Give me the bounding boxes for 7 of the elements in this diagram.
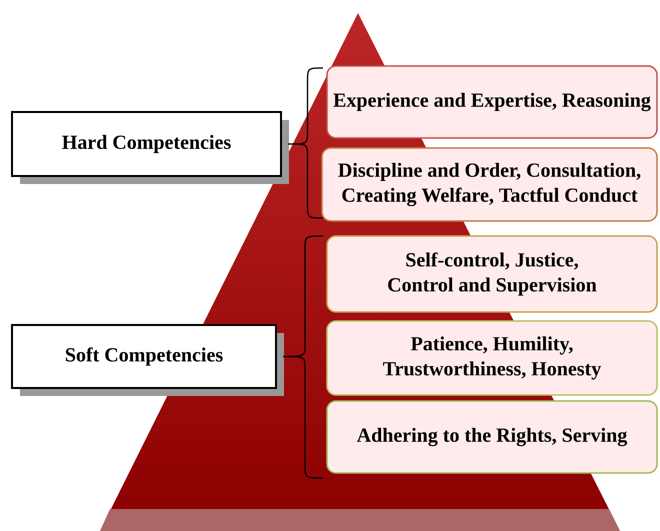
competency-box: Adhering to the Rights, Serving (326, 400, 658, 474)
competency-box: Experience and Expertise, Reasoning (326, 65, 658, 139)
category-box: Hard Competencies (11, 111, 289, 184)
competency-box: Patience, Humility, Trustworthiness, Honesty (326, 320, 658, 396)
category-box: Soft Competencies (11, 324, 284, 396)
competency-box: Self-control, Justice, Control and Supervision (326, 235, 658, 313)
competency-box: Discipline and Order, Consultation, Creating Welfare, Tactful Conduct (321, 147, 658, 222)
